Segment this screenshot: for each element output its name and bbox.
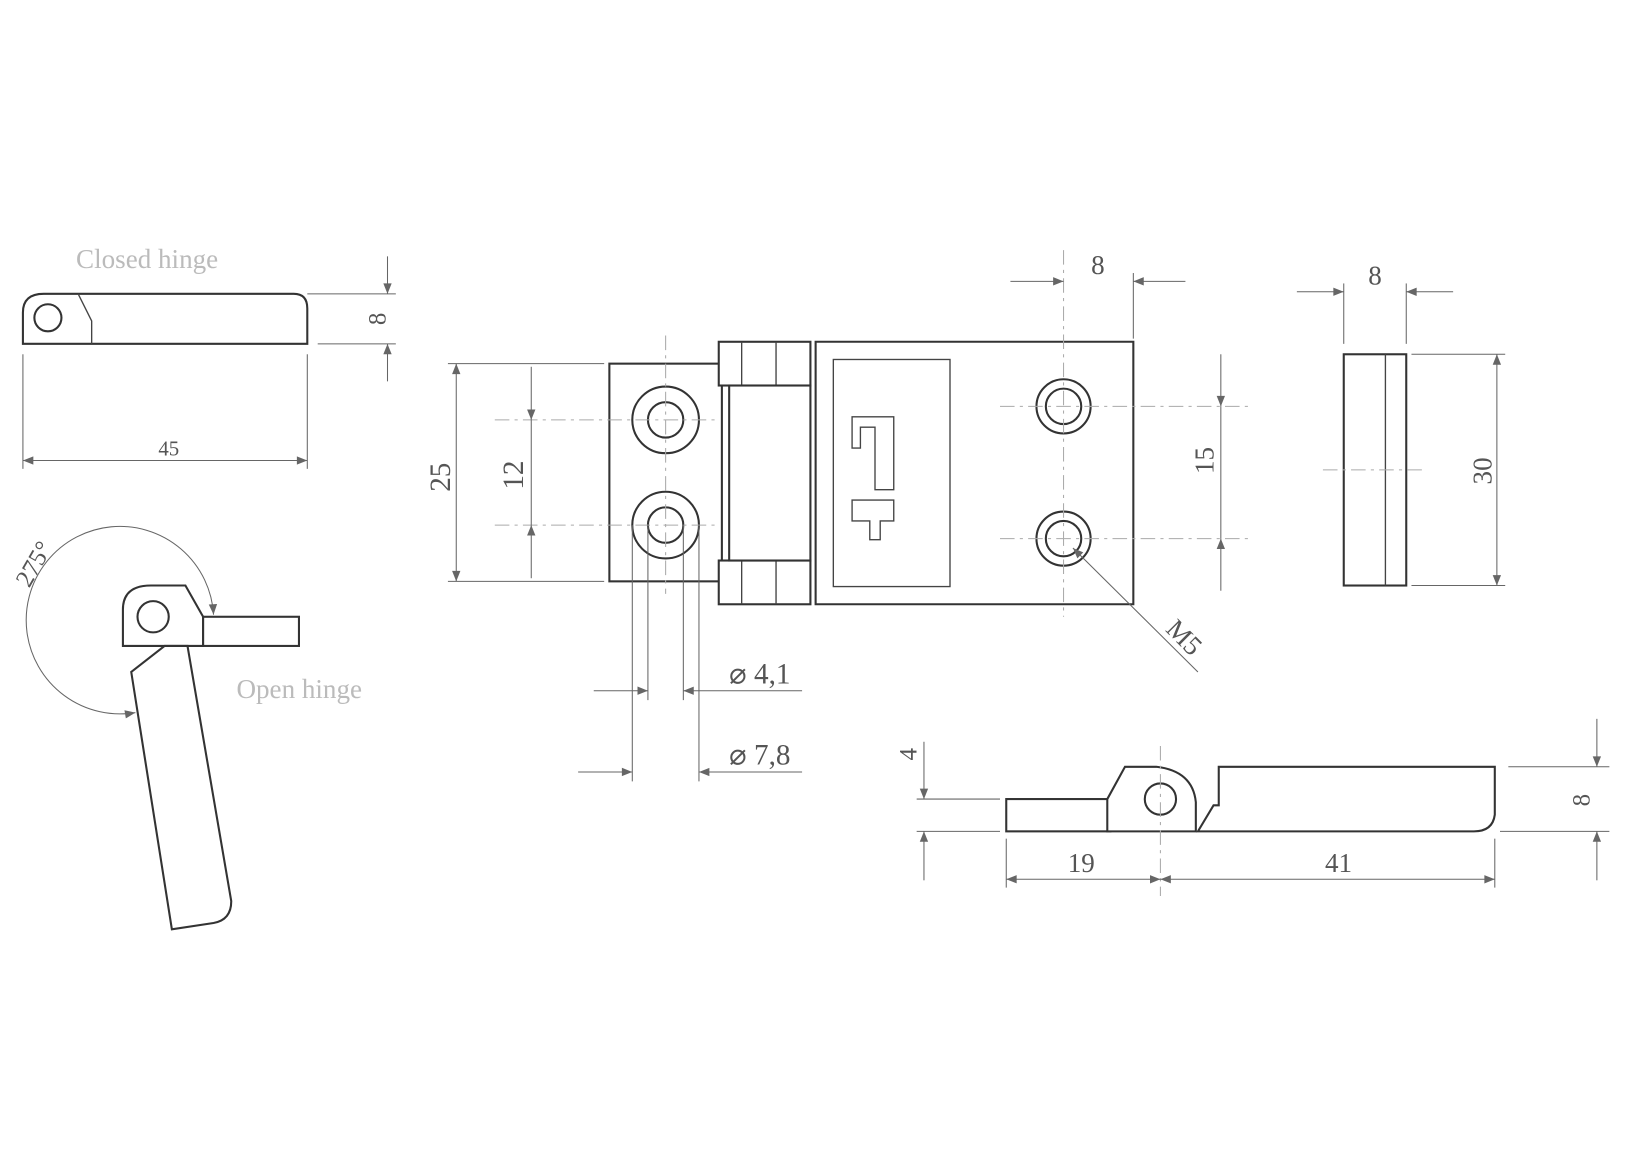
knuckle-height-label: 4 xyxy=(896,748,923,761)
right-length-label: 41 xyxy=(1325,848,1352,878)
open-hinge-title: Open hinge xyxy=(236,674,362,704)
side-view: 8 30 xyxy=(1296,260,1506,587)
countersink-diameter-label: ⌀ 7,8 xyxy=(729,740,790,772)
thread-label: M5 xyxy=(1160,613,1208,661)
bottom-view: 4 19 41 8 xyxy=(896,718,1610,896)
closed-hinge-title: Closed hinge xyxy=(76,244,218,274)
front-view: 25 12 ⌀ 4,1 ⌀ 7,8 8 15 M5 xyxy=(425,250,1250,782)
closed-length-label: 45 xyxy=(158,436,179,460)
side-width-label: 8 xyxy=(1368,260,1382,290)
brand-logo-icon xyxy=(851,416,895,541)
open-hinge-view: 275° Open hinge xyxy=(11,525,362,931)
side-height-label: 30 xyxy=(1468,457,1498,484)
closed-thickness-label: 8 xyxy=(364,313,391,326)
open-angle-label: 275° xyxy=(11,537,58,592)
left-length-label: 19 xyxy=(1068,848,1095,878)
right-hole-spacing-label: 15 xyxy=(1190,447,1220,474)
pivot-pin-icon xyxy=(33,303,63,333)
height-25-label: 25 xyxy=(425,463,457,492)
hole-spacing-label: 12 xyxy=(498,461,530,490)
bottom-thickness-label: 8 xyxy=(1569,794,1596,807)
right-width-label: 8 xyxy=(1091,250,1105,280)
hole-diameter-label: ⌀ 4,1 xyxy=(729,658,790,690)
closed-hinge-view: Closed hinge 8 45 xyxy=(21,244,396,469)
